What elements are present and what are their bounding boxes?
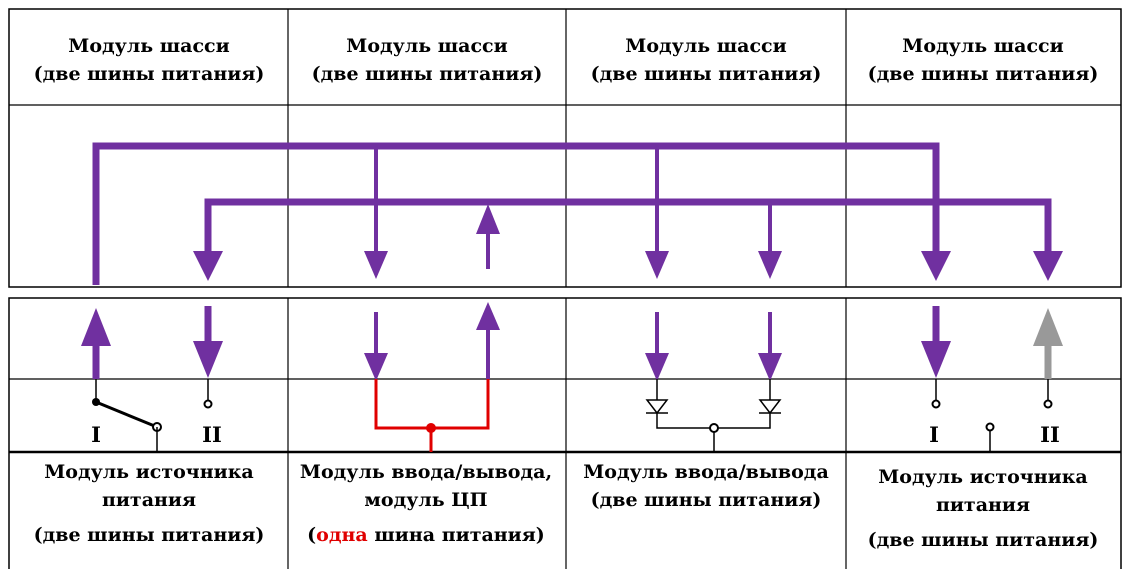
contact-icon — [709, 423, 719, 433]
diode-icon — [758, 399, 782, 415]
arrow-down-icon — [193, 341, 223, 378]
chassis-header-2: Модуль шасси (две шины питания) — [312, 35, 543, 85]
arrow-down-icon — [645, 251, 669, 279]
power-bus-1 — [92, 142, 940, 285]
cpu-link — [374, 379, 490, 430]
switch-icon — [95, 400, 158, 429]
chassis-header-3: Модуль шасси (две шины питания) — [591, 35, 822, 85]
bus-label-ii: II — [1040, 422, 1060, 447]
diode-icon — [645, 399, 669, 415]
contact-icon — [426, 423, 436, 433]
module-label-line: питания — [936, 494, 1030, 516]
arrow-down-icon — [921, 251, 951, 281]
arrow-down-icon — [645, 353, 669, 381]
arrow-down-icon — [364, 251, 388, 279]
module-label-3: Модуль ввода/вывода (две шины питания) — [583, 461, 829, 511]
module-label-line: модуль ЦП — [364, 489, 487, 511]
chassis-header-4: Модуль шасси (две шины питания) — [868, 35, 1099, 85]
arrow-down-icon — [1033, 251, 1063, 281]
contact-icon — [203, 399, 213, 409]
chassis-header-title: Модуль шасси — [68, 35, 229, 57]
module-label-4: Модуль источника питания (две шины питан… — [868, 466, 1099, 551]
chassis-header-subtitle: (две шины питания) — [34, 63, 265, 85]
arrow-down-icon — [193, 251, 223, 281]
arrow-up-icon — [476, 302, 500, 330]
module-label-line: (две шины питания) — [34, 524, 265, 546]
bus-label-ii: II — [202, 422, 222, 447]
contact-icon — [931, 399, 941, 409]
module-label-line: питания — [102, 489, 196, 511]
arrow-up-icon — [476, 204, 500, 234]
arrow-down-icon — [758, 251, 782, 279]
chassis-header-subtitle: (две шины питания) — [868, 63, 1099, 85]
power-bus-2 — [204, 198, 1052, 253]
chassis-header-title: Модуль шасси — [902, 35, 1063, 57]
contact-icon — [985, 422, 995, 432]
module-label-line: Модуль источника — [44, 461, 253, 483]
chassis-table — [8, 8, 1122, 288]
chassis-header-1: Модуль шасси (две шины питания) — [34, 35, 265, 85]
highlight-word: одна — [316, 524, 368, 546]
module-label-line: Модуль ввода/вывода, — [300, 461, 552, 483]
module-io-dual — [645, 312, 782, 452]
arrow-down-icon — [364, 353, 388, 381]
module-label-1: Модуль источника питания (две шины питан… — [34, 461, 265, 546]
bus-label-i: I — [91, 422, 101, 447]
arrow-up-icon — [81, 308, 111, 346]
module-label-2: Модуль ввода/вывода, модуль ЦП (одна шин… — [300, 461, 552, 546]
module-io-cpu — [364, 302, 500, 452]
module-label-line: Модуль источника — [878, 466, 1087, 488]
arrow-down-icon — [758, 353, 782, 381]
arrow-down-icon — [921, 341, 951, 378]
arrow-up-icon — [1033, 308, 1063, 346]
bus-label-i: I — [929, 422, 939, 447]
module-label-line: (одна шина питания) — [307, 524, 545, 546]
module-label-line: Модуль ввода/вывода — [583, 461, 829, 483]
chassis-header-title: Модуль шасси — [346, 35, 507, 57]
module-label-line: (две шины питания) — [591, 489, 822, 511]
module-power-supply-right: I II — [921, 306, 1063, 452]
module-power-supply-left: I II — [81, 306, 223, 452]
contact-icon — [1043, 399, 1053, 409]
chassis-arrows — [193, 204, 1063, 281]
chassis-header-subtitle: (две шины питания) — [591, 63, 822, 85]
chassis-header-title: Модуль шасси — [625, 35, 786, 57]
module-label-line: (две шины питания) — [868, 529, 1099, 551]
chassis-header-subtitle: (две шины питания) — [312, 63, 543, 85]
